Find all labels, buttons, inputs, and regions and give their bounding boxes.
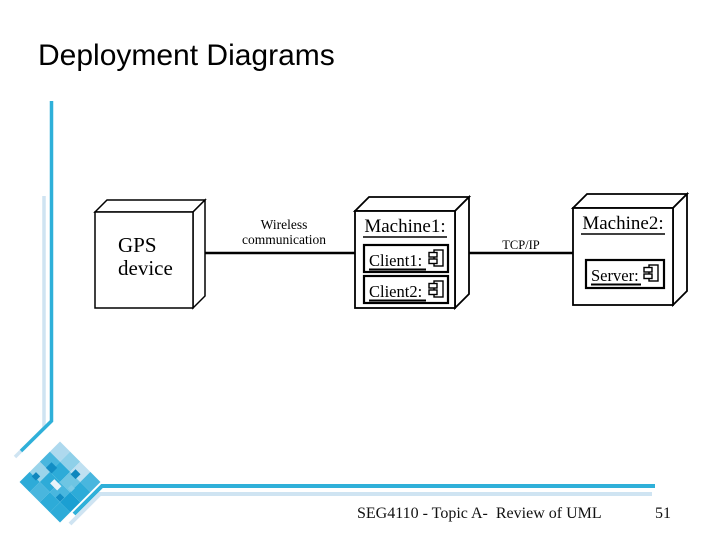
component-label: Client1: — [369, 251, 422, 270]
mosaic-tile — [60, 451, 81, 472]
node-top-face — [352, 196, 472, 212]
component-client1: Client1: — [362, 243, 450, 274]
node-gps-device: GPS device — [93, 198, 207, 310]
node-top-face — [570, 193, 690, 209]
mosaic-accent-tile — [50, 479, 62, 491]
node-front-face — [94, 211, 194, 309]
mosaic-tile — [39, 492, 60, 513]
machine2-title: Machine2: — [582, 213, 663, 234]
slide-title: Deployment Diagrams — [38, 39, 335, 72]
gps-label-line2: device — [118, 256, 173, 280]
gps-label-line1: GPS — [118, 233, 157, 257]
mosaic-accent-tile — [45, 462, 58, 474]
node-machine1: Machine1: Client1: Client2: — [352, 194, 472, 311]
component-icon — [428, 249, 444, 267]
bottom-accent-line — [72, 484, 655, 516]
page-number: 51 — [655, 505, 671, 522]
link-wireless-label-line1: Wireless — [261, 217, 308, 232]
component-icon — [643, 264, 659, 282]
link-wireless-label-line2: communication — [242, 232, 326, 247]
component-client2: Client2: — [362, 274, 450, 305]
node-side-face — [672, 191, 688, 308]
node-side-face — [454, 194, 470, 311]
node-side-face — [192, 198, 206, 310]
left-accent-line — [19, 101, 54, 453]
link-tcpip-label: TCP/IP — [502, 238, 540, 252]
component-icon — [428, 280, 444, 298]
bottom-pale-line — [68, 492, 652, 526]
machine1-title: Machine1: — [364, 216, 445, 237]
component-label: Server: — [591, 266, 639, 285]
mosaic-tile — [60, 492, 81, 513]
node-top-face — [93, 199, 207, 213]
footer-text: SEG4110 - Topic A- Review of UML — [357, 505, 602, 522]
component-label: Client2: — [369, 282, 422, 301]
node-machine2: Machine2: Server: — [570, 191, 690, 308]
component-server: Server: — [584, 258, 666, 290]
